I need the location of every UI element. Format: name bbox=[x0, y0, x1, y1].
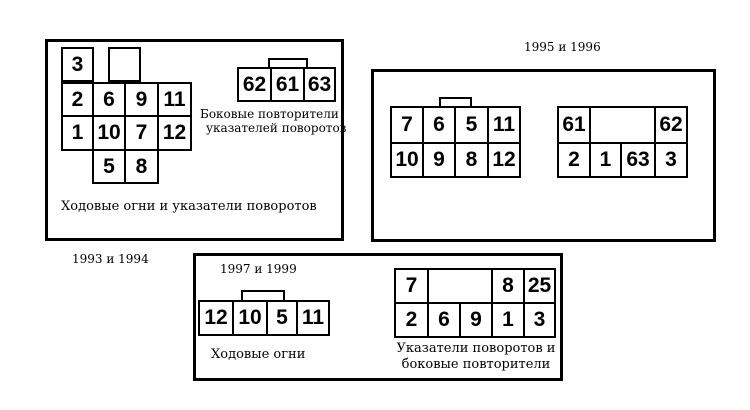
pin-cell: 2 bbox=[557, 142, 591, 178]
pin-cell: 6 bbox=[427, 302, 461, 338]
pin-cell: 3 bbox=[523, 302, 556, 338]
pin-cell: 10 bbox=[390, 142, 424, 178]
side-repeaters-caption-line1: Боковые повторители bbox=[200, 107, 339, 121]
pin-cell: 12 bbox=[487, 142, 521, 178]
pin-cell: 5 bbox=[454, 106, 489, 144]
pin-cell: 8 bbox=[124, 149, 159, 184]
pin-cell: 1 bbox=[589, 142, 622, 178]
pin-cell: 9 bbox=[422, 142, 456, 178]
pin-cell: 11 bbox=[487, 106, 521, 144]
pin-cell: 2 bbox=[61, 82, 94, 117]
pin-cell: 9 bbox=[459, 302, 493, 338]
pin-cell: 12 bbox=[157, 115, 192, 151]
pin-cell: 3 bbox=[654, 142, 688, 178]
pin-cell: 25 bbox=[523, 268, 556, 304]
side-repeaters-caption-line2: указателей поворотов bbox=[206, 121, 347, 135]
turn-signals-caption-line2: боковые повторители bbox=[401, 357, 551, 372]
year-label-1995-1996: 1995 и 1996 bbox=[524, 40, 601, 54]
pin-cell: 7 bbox=[124, 115, 159, 151]
pin-cell: 11 bbox=[157, 82, 192, 117]
pin-cell: 3 bbox=[61, 47, 94, 82]
year-label-1997-1999: 1997 и 1999 bbox=[220, 262, 297, 276]
pin-cell: 63 bbox=[303, 67, 336, 102]
connector-latch bbox=[439, 97, 472, 108]
pin-cell: 63 bbox=[620, 142, 656, 178]
pin-cell: 6 bbox=[422, 106, 456, 144]
pin-cell: 8 bbox=[491, 268, 525, 304]
pin-cell: 11 bbox=[296, 300, 330, 336]
pin-cell: 6 bbox=[92, 82, 126, 117]
pin-cell: 10 bbox=[92, 115, 126, 151]
pin-cell-empty bbox=[589, 106, 656, 144]
pin-cell: 7 bbox=[390, 106, 424, 144]
pin-cell: 12 bbox=[198, 300, 234, 336]
pin-cell: 5 bbox=[92, 149, 126, 184]
pin-cell: 5 bbox=[266, 300, 298, 336]
pin-cell: 62 bbox=[237, 67, 272, 102]
pin-cell: 2 bbox=[394, 302, 429, 338]
pin-cell: 61 bbox=[270, 67, 305, 102]
pin-cell: 1 bbox=[61, 115, 94, 151]
running-lights-caption-1993: Ходовые огни и указатели поворотов bbox=[61, 199, 317, 214]
pin-cell: 1 bbox=[491, 302, 525, 338]
pin-cell: 10 bbox=[232, 300, 268, 336]
pin-cell: 61 bbox=[557, 106, 591, 144]
pin-cell-empty bbox=[427, 268, 493, 304]
year-label-1993-1994: 1993 и 1994 bbox=[72, 252, 149, 266]
pin-cell: 9 bbox=[124, 82, 159, 117]
running-lights-caption-1997: Ходовые огни bbox=[211, 347, 306, 362]
pin-cell: 8 bbox=[454, 142, 489, 178]
pin-cell: 62 bbox=[654, 106, 688, 144]
connector-latch bbox=[268, 58, 308, 69]
turn-signals-caption-line1: Указатели поворотов и bbox=[396, 341, 556, 356]
pin-cell-empty bbox=[108, 47, 141, 82]
pin-cell: 7 bbox=[394, 268, 429, 304]
connector-latch bbox=[241, 290, 285, 302]
